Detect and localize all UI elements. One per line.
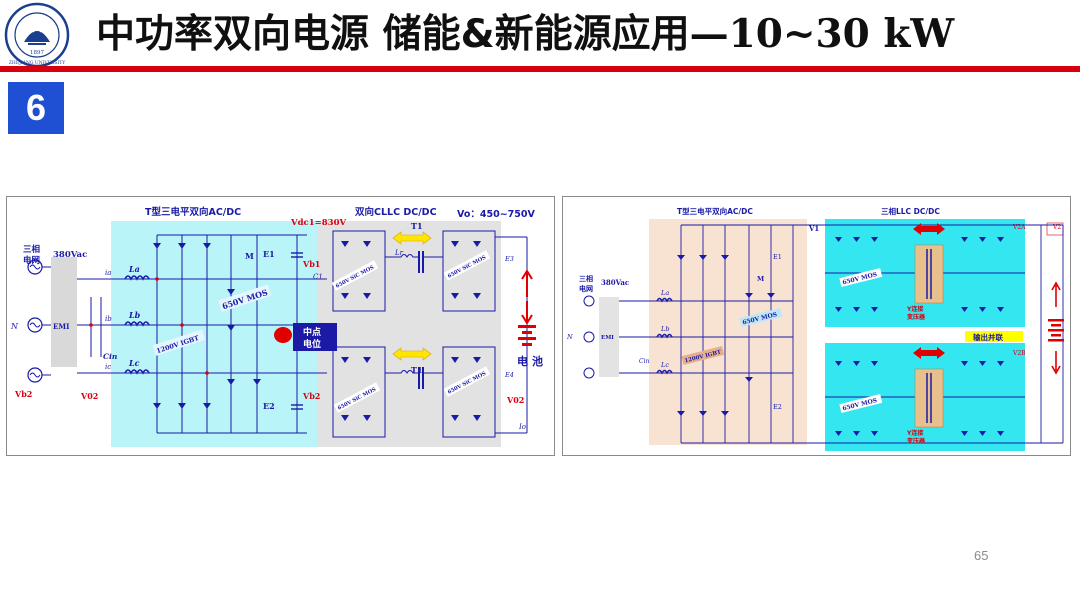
left-circuit-diagram: T型三电平双向AC/DC 双向CLLC DC/DC Vo：450~750V Vd… [6,196,555,456]
left-schematic: T型三电平双向AC/DC 双向CLLC DC/DC Vo：450~750V Vd… [10,206,543,447]
vb2-label: Vb2 [14,389,32,399]
bidirectional-arrow-icon [392,347,432,361]
grid-voltage: 380Vac [601,278,629,287]
power-flow-arrow-icon [1051,281,1061,307]
emi-label: EMI [53,322,69,331]
battery-label: 电池 [517,354,543,368]
midpoint-dot-icon [274,327,292,343]
y-transformer-label: 变压器 [907,437,926,445]
t1-top-label: T1 [411,221,423,231]
battery-icon [518,325,536,346]
y-connect-label: Y连接 [906,429,923,437]
grid-label-line1: 三相 [23,244,41,255]
title-underline [0,66,1080,72]
lr-label: Lr [394,249,404,257]
battery-icon [1048,319,1064,342]
title-chinese: 中功率双向电源 储能&新能源应用 [96,12,690,57]
transformer-top-icon [914,244,944,304]
c1-label: C1 [313,273,323,281]
bidirectional-arrow-icon [913,347,945,359]
m-label: M [245,251,254,261]
lb-label: Lb [660,325,669,333]
v2-label: V2 [1052,224,1061,231]
section-number-badge: 6 [8,82,64,134]
cin-label: Cin [639,358,650,365]
e2-label: E2 [773,403,782,411]
igbt-switch-array [153,243,261,409]
output-parallel-badge [965,331,1023,342]
la-label: La [128,264,140,274]
ac-dc-region [649,219,807,445]
title-power-range: —10~30 kW [689,11,955,57]
lc-label: Lc [660,361,669,369]
e4-label: E4 [504,371,514,379]
emi-block [51,257,77,367]
output-parallel-label: 输出并联 [973,332,1003,342]
emi-block [599,297,619,377]
logo-text: ZHEJIANG UNIVERSITY [9,60,66,66]
bidirectional-arrow-icon [392,231,432,245]
right-circuit-diagram: T型三电平双向AC/DC 三相LLC DC/DC V1 V2 V2A V2B 三… [562,196,1071,456]
v2b-label: V2B [1012,350,1026,357]
y-transformer-label: 变压器 [907,313,926,321]
dc-dc-title: 双向CLLC DC/DC [354,206,437,218]
grid-label-line2: 电网 [23,255,40,266]
ac-dc-title: T型三电平双向AC/DC [145,206,241,218]
power-flow-arrow-icon [521,269,533,297]
grid-label-line2: 电网 [579,284,593,293]
bidirectional-arrow-icon [913,223,945,235]
e2-label: E2 [263,401,275,411]
neutral-label: N [10,322,19,331]
ac-source-icon [583,367,595,379]
ic-label: ic [105,363,111,371]
grid-label-line1: 三相 [579,274,593,283]
lc-label: Lc [128,358,140,368]
e3-label: E3 [504,255,514,263]
io-label: Io [518,423,526,431]
emi-label: EMI [601,335,614,341]
v02-right-label: V02 [506,395,524,405]
v02-label: V02 [80,391,98,401]
transformer-bottom-icon [914,368,944,428]
t1-bottom-label: T1 [411,365,423,375]
cin-label: Cin [103,352,117,361]
e1-label: E1 [263,249,275,259]
vdc1-label: Vdc1=830V [290,218,346,228]
midpoint-callout [293,323,337,351]
la-label: La [660,289,669,297]
zju-logo-icon: 1897 ZHEJIANG UNIVERSITY [4,2,70,68]
right-schematic: T型三电平双向AC/DC 三相LLC DC/DC V1 V2 V2A V2B 三… [566,206,1064,451]
neutral-label: N [566,333,573,341]
llc-title: 三相LLC DC/DC [881,206,940,216]
ac-source-icon [583,295,595,307]
vb2-mid-label: Vb2 [302,391,320,401]
m-label: M [757,275,764,283]
ac-source-icon [583,331,595,343]
midpoint-label-1: 中点 [303,326,321,338]
logo-year: 1897 [30,50,44,56]
v1-label: V1 [808,224,819,233]
y-connect-label: Y连接 [906,305,923,313]
ib-label: ib [105,315,112,323]
page-title: 中功率双向电源 储能&新能源应用—10~30 kW [96,4,954,64]
page-number: 65 [974,548,989,563]
e1-label: E1 [773,253,782,261]
lb-label: Lb [128,310,141,320]
midpoint-label-2: 电位 [303,338,321,350]
ia-label: ia [105,269,111,277]
vb1-label: Vb1 [302,259,320,269]
ac-dc-title: T型三电平双向AC/DC [677,206,753,216]
grid-voltage: 380Vac [53,250,87,260]
vo-range: Vo：450~750V [457,209,535,220]
v2a-label: V2A [1012,224,1026,231]
